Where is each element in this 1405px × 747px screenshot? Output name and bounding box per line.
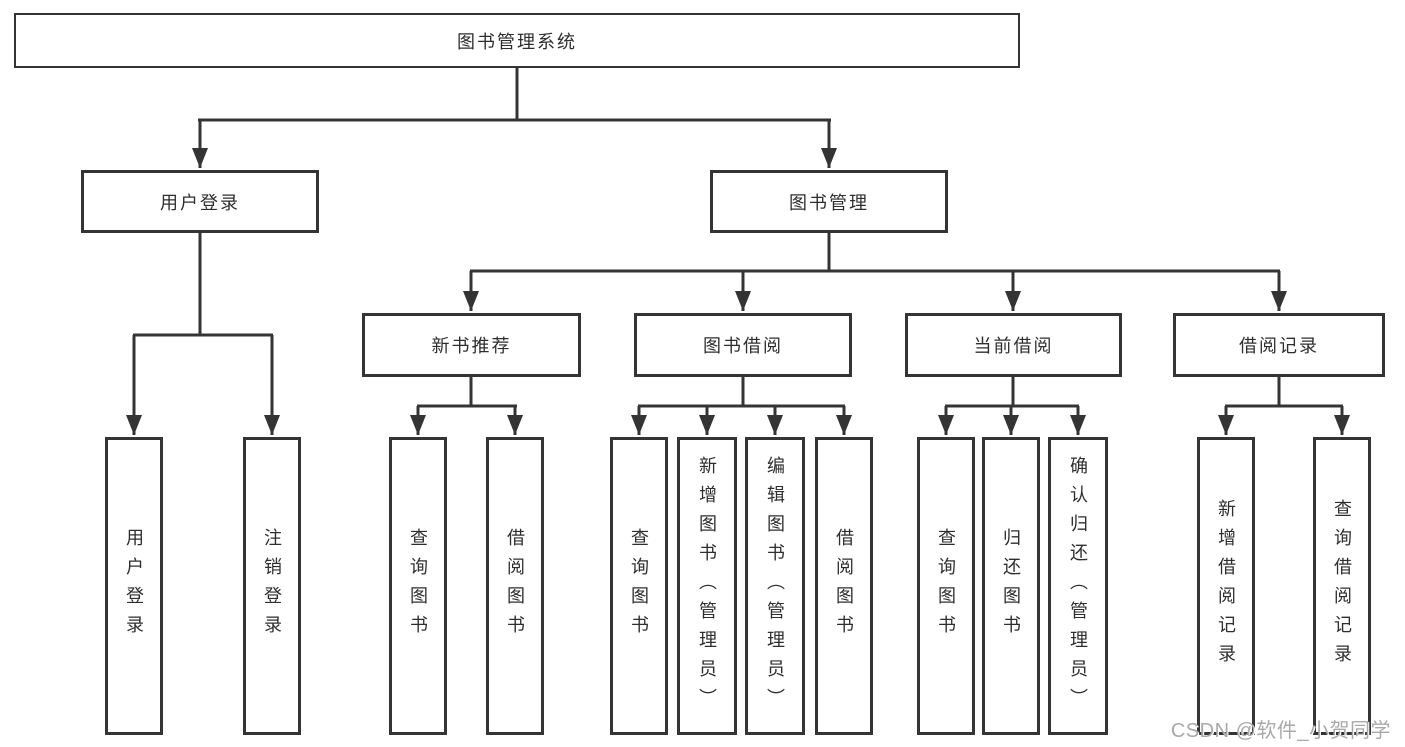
- leaf-label: 新增借阅记录: [1216, 499, 1236, 673]
- node-borrow-records: 借阅记录: [1173, 313, 1385, 377]
- csdn-watermark: CSDN @软件_小贺同学: [1170, 720, 1391, 742]
- leaf-query-books-borrow: 查询图书: [610, 437, 668, 735]
- leaf-query-books-current: 查询图书: [917, 437, 975, 735]
- node-book-management: 图书管理: [710, 170, 948, 233]
- node-new-book-recommend: 新书推荐: [362, 313, 581, 377]
- node-user-login: 用户登录: [81, 170, 319, 233]
- leaf-borrow-books: 借阅图书: [815, 437, 873, 735]
- leaf-edit-books-admin: 编辑图书（管理员）: [745, 437, 805, 735]
- node-library-system: 图书管理系统: [14, 13, 1020, 68]
- leaf-label: 查询借阅记录: [1332, 499, 1352, 673]
- node-label: 新书推荐: [431, 336, 512, 356]
- node-label: 图书管理系统: [457, 31, 577, 52]
- leaf-label: 用户登录: [124, 528, 144, 644]
- leaf-label: 借阅图书: [505, 528, 525, 644]
- leaf-query-borrow-record: 查询借阅记录: [1313, 437, 1371, 735]
- node-label: 借阅记录: [1239, 336, 1319, 356]
- leaf-label: 新增图书（管理员）: [697, 455, 717, 717]
- leaf-borrow-books-recommend: 借阅图书: [486, 437, 544, 735]
- leaf-add-books-admin: 新增图书（管理员）: [677, 437, 737, 735]
- leaf-label: 借阅图书: [834, 528, 854, 644]
- node-current-borrow: 当前借阅: [905, 313, 1122, 377]
- node-label: 用户登录: [160, 192, 240, 213]
- leaf-return-books: 归还图书: [982, 437, 1040, 735]
- leaf-label: 确认归还（管理员）: [1068, 455, 1088, 717]
- leaf-label: 查询图书: [629, 528, 649, 644]
- leaf-label: 归还图书: [1001, 528, 1021, 644]
- leaf-add-borrow-record: 新增借阅记录: [1197, 437, 1255, 735]
- leaf-user-login: 用户登录: [105, 437, 163, 735]
- leaf-query-books-recommend: 查询图书: [389, 437, 447, 735]
- leaf-label: 查询图书: [936, 528, 956, 644]
- leaf-label: 查询图书: [408, 528, 428, 644]
- node-label: 当前借阅: [973, 336, 1054, 356]
- leaf-label: 注销登录: [262, 528, 282, 644]
- node-book-borrow: 图书借阅: [634, 313, 852, 377]
- leaf-logout: 注销登录: [243, 437, 301, 735]
- leaf-confirm-return-admin: 确认归还（管理员）: [1048, 437, 1108, 735]
- node-label: 图书管理: [789, 192, 869, 213]
- leaf-label: 编辑图书（管理员）: [765, 455, 785, 717]
- node-label: 图书借阅: [703, 336, 783, 356]
